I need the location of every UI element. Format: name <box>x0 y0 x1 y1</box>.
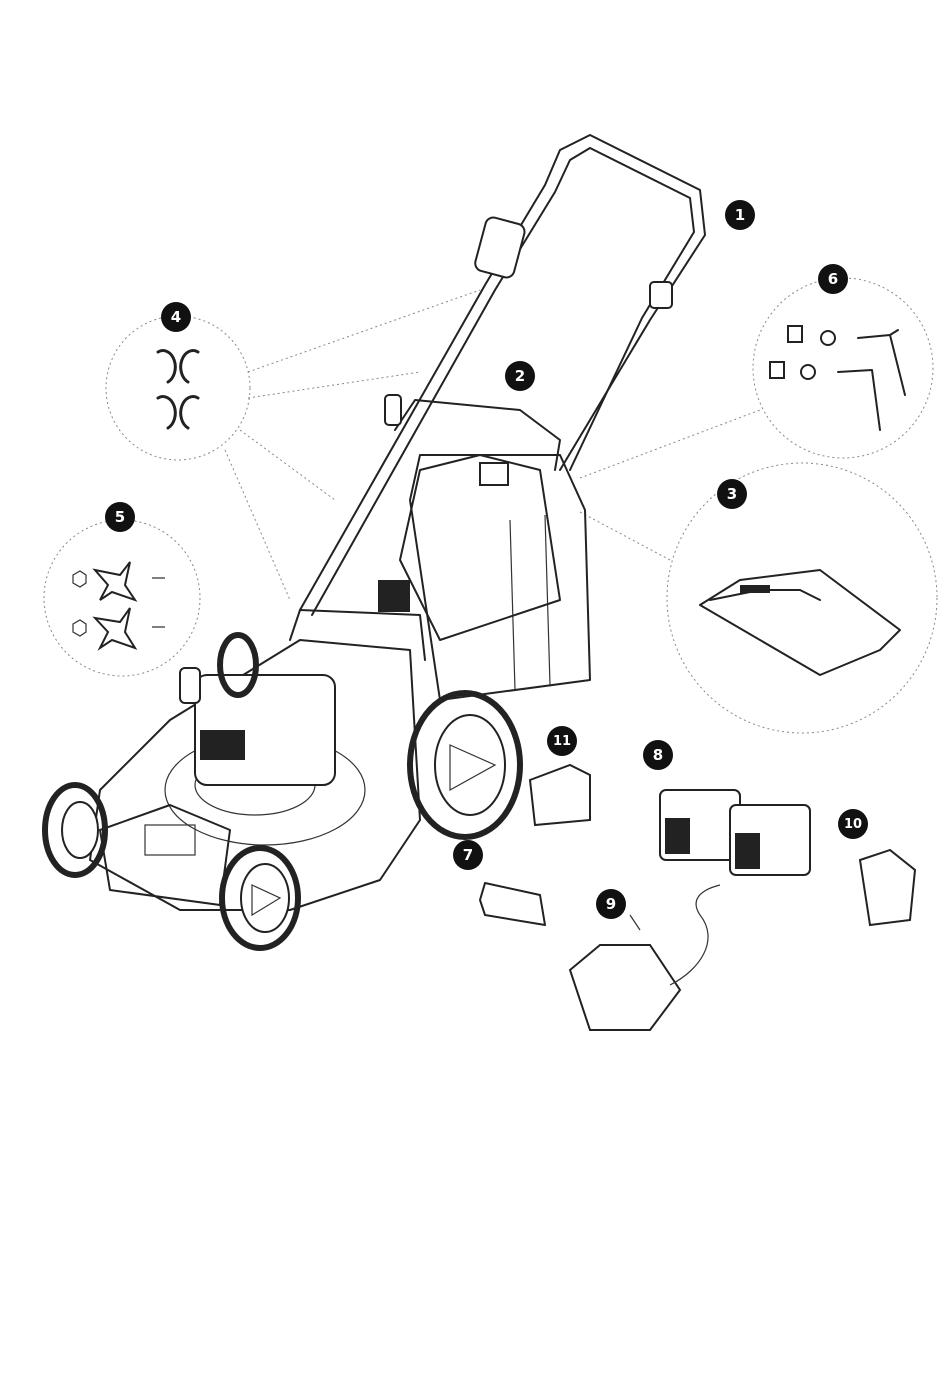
callout-9: 9 <box>596 889 626 919</box>
detail-circle-fixings <box>752 277 934 459</box>
handle-knobs-drawing <box>72 561 165 651</box>
safety-key-drawing <box>479 882 546 926</box>
callout-2: 2 <box>505 361 535 391</box>
fixing-parts-drawing <box>769 325 906 431</box>
leader-lines <box>224 289 761 601</box>
handle-drawing <box>299 134 706 616</box>
callout-6: 6 <box>818 264 848 294</box>
callout-10: 10 <box>838 809 868 839</box>
side-discharge-cover-drawing <box>528 763 591 827</box>
grass-catcher-drawing <box>699 569 901 676</box>
callout-11: 11 <box>547 726 577 756</box>
callout-3: 3 <box>717 479 747 509</box>
cable-clips-drawing <box>156 349 200 430</box>
detail-circle-knobs <box>43 519 201 677</box>
callout-7: 7 <box>453 840 483 870</box>
mulching-plug-drawing <box>858 848 917 927</box>
callout-1: 1 <box>725 200 755 230</box>
mower-deck <box>89 609 426 911</box>
callout-8: 8 <box>643 740 673 770</box>
detail-circle-clips <box>105 315 251 461</box>
mower-wheels <box>42 632 523 951</box>
charger-drawing <box>568 884 721 1031</box>
detail-circle-catcher <box>666 462 938 734</box>
batteries-drawing <box>659 789 811 876</box>
callout-4: 4 <box>161 302 191 332</box>
mower-grass-bag <box>378 454 591 701</box>
callout-5: 5 <box>105 502 135 532</box>
